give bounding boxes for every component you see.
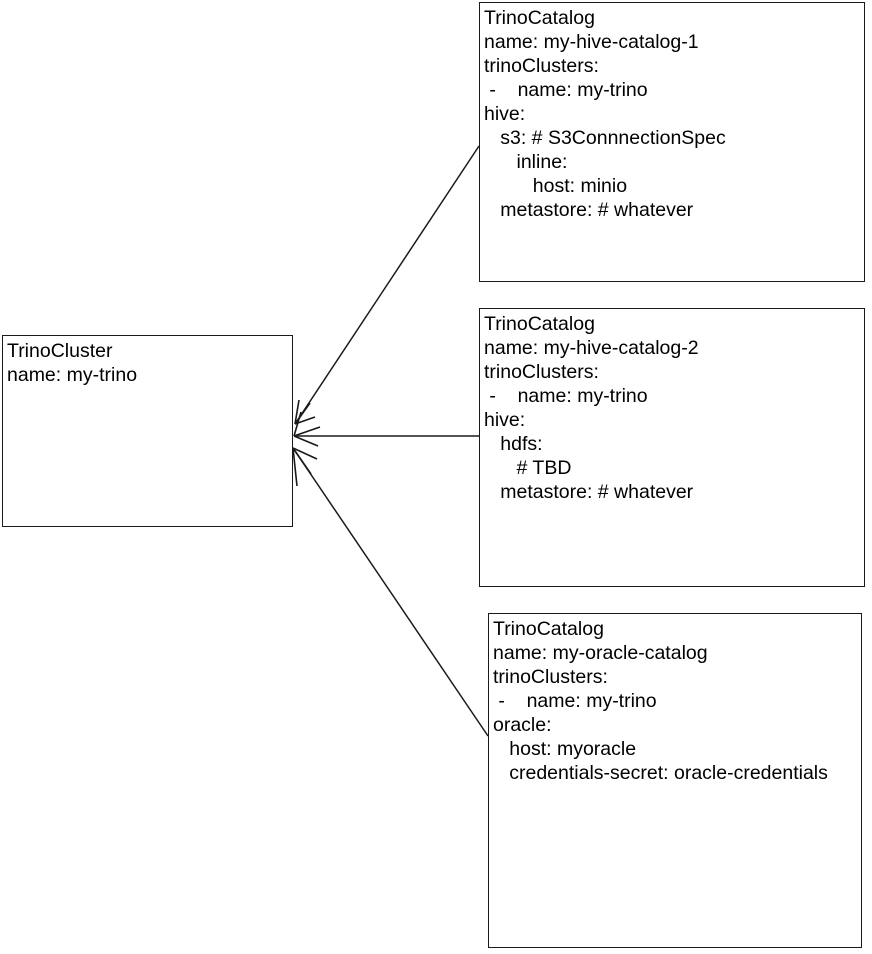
- node-trino-catalog-hive-2-text: TrinoCatalog name: my-hive-catalog-2 tri…: [484, 313, 699, 503]
- node-trino-cluster[interactable]: TrinoCluster name: my-trino: [2, 335, 293, 527]
- node-trino-catalog-oracle[interactable]: TrinoCatalog name: my-oracle-catalog tri…: [488, 613, 862, 948]
- edge-catalog-3-to-cluster: [292, 447, 489, 737]
- node-trino-catalog-hive-1[interactable]: TrinoCatalog name: my-hive-catalog-1 tri…: [479, 2, 865, 282]
- node-trino-catalog-hive-2[interactable]: TrinoCatalog name: my-hive-catalog-2 tri…: [479, 308, 865, 587]
- edge-catalog-1-to-cluster: [294, 145, 480, 425]
- node-trino-cluster-text: TrinoCluster name: my-trino: [7, 340, 138, 386]
- edge-catalog-2-to-cluster: [293, 411, 479, 447]
- node-trino-catalog-oracle-text: TrinoCatalog name: my-oracle-catalog tri…: [493, 618, 828, 784]
- node-trino-catalog-hive-1-text: TrinoCatalog name: my-hive-catalog-1 tri…: [484, 7, 726, 221]
